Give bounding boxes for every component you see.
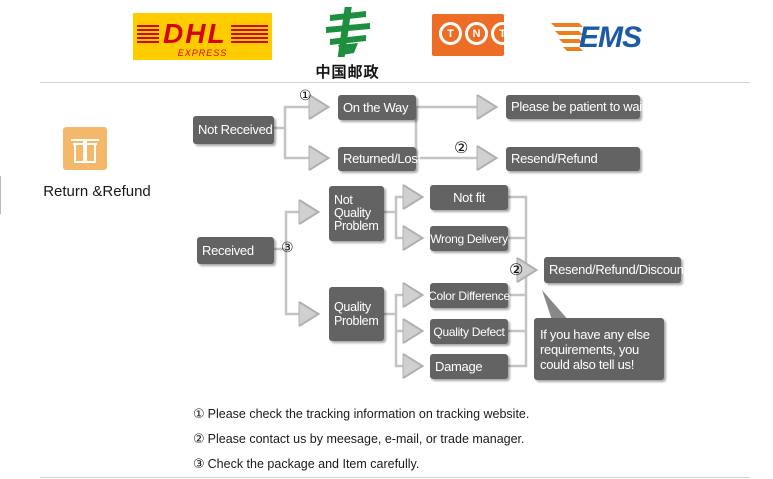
ems-wing-icon xyxy=(551,23,583,51)
return-refund-title: Return &Refund xyxy=(43,183,151,200)
top-divider xyxy=(40,82,750,83)
step-marker-2: ② xyxy=(454,138,469,157)
dhl-logo: DHL EXPRESS xyxy=(133,13,272,60)
not-quality-problem-box: Not Quality Problem xyxy=(329,186,384,241)
note-marker: ② xyxy=(193,432,205,447)
not-received-box: Not Received xyxy=(193,116,274,144)
note-text: Check the package and Item carefully. xyxy=(207,457,420,471)
quality-problem-box: Quality Problem xyxy=(329,287,384,341)
china-post-emblem xyxy=(326,7,370,57)
tnt-logo: T N T xyxy=(432,14,514,56)
ems-wordmark: EMS xyxy=(579,21,642,54)
china-post-name: 中国邮政 xyxy=(315,63,380,81)
wrong-delivery-box: Wrong Delivery xyxy=(430,226,508,251)
damage-box: Damage xyxy=(430,354,508,379)
tnt-letter: T xyxy=(439,22,462,45)
note-marker: ③ xyxy=(193,457,205,472)
quality-defect-box: Quality Defect xyxy=(430,319,508,344)
china-post-logo: 中国邮政 xyxy=(300,5,395,81)
be-patient-box: Please be patient to wait xyxy=(506,95,645,119)
on-the-way-box: On the Way xyxy=(338,95,416,120)
step-marker-2-received: ② xyxy=(509,260,524,279)
tnt-letter: T xyxy=(491,22,514,45)
not-fit-box: Not fit xyxy=(430,185,508,210)
received-box: Received xyxy=(197,237,274,264)
else-requirements-box: If you have any else requirements, you c… xyxy=(534,318,664,380)
gift-icon xyxy=(63,127,107,170)
tnt-letter: N xyxy=(465,22,488,45)
ems-logo: EMS xyxy=(549,17,649,57)
step-marker-3: ③ xyxy=(281,240,294,256)
step-marker-1: ① xyxy=(299,88,312,104)
returned-lost-box: Returned/Lost xyxy=(338,147,421,171)
bottom-divider xyxy=(40,477,750,478)
color-difference-box: Color Difference xyxy=(428,283,510,308)
dhl-wordmark: DHL xyxy=(159,20,231,48)
note-text: Please check the tracking information on… xyxy=(207,407,530,421)
note-marker: ① xyxy=(193,407,205,422)
note-text: Please contact us by meesage, e-mail, or… xyxy=(207,432,525,446)
resend-refund-box: Resend/Refund xyxy=(506,147,640,171)
resend-refund-discount-box: Resend/Refund/Discount xyxy=(544,257,687,283)
dhl-express-label: EXPRESS xyxy=(177,48,228,58)
left-edge-bar xyxy=(0,176,1,214)
